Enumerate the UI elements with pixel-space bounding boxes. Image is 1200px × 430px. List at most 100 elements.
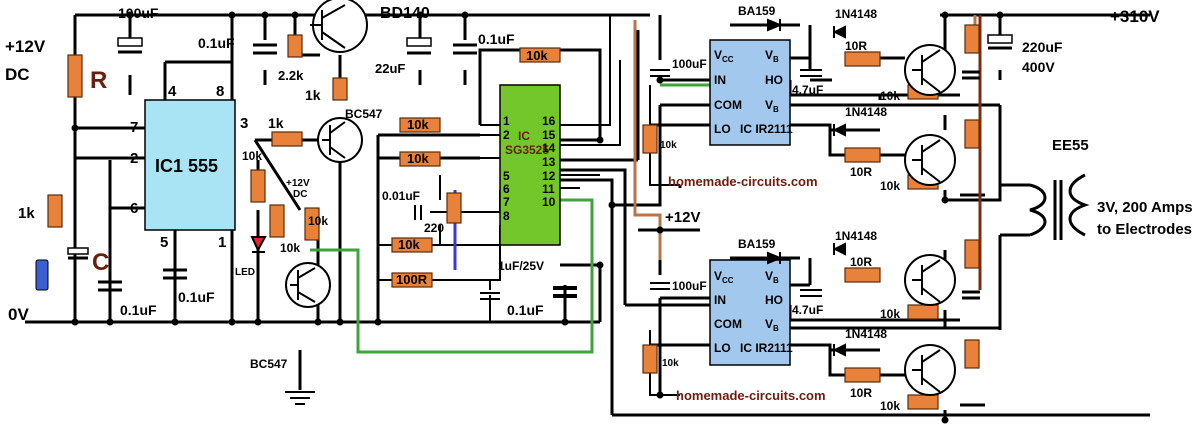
- ic-555: [144, 99, 236, 231]
- supply-dc-label: DC: [5, 65, 30, 84]
- svg-text:4: 4: [168, 83, 177, 100]
- svg-text:0.1uF: 0.1uF: [120, 302, 157, 318]
- svg-text:10R: 10R: [850, 386, 872, 400]
- svg-text:15: 15: [542, 128, 556, 142]
- svg-text:1N4148: 1N4148: [845, 105, 887, 119]
- svg-text:LED: LED: [235, 267, 255, 278]
- svg-text:100R: 100R: [396, 272, 428, 287]
- svg-text:8: 8: [503, 209, 510, 223]
- svg-text:10R: 10R: [845, 39, 867, 53]
- svg-text:100uF: 100uF: [672, 57, 707, 71]
- supply-0v-label: 0V: [8, 305, 29, 324]
- svg-text:10k: 10k: [308, 214, 328, 228]
- svg-text:10k: 10k: [242, 149, 262, 163]
- svg-text:10k: 10k: [407, 151, 429, 166]
- svg-text:1: 1: [503, 114, 510, 128]
- svg-text:DC: DC: [293, 189, 307, 200]
- svg-text:2: 2: [130, 150, 138, 167]
- svg-text:COM: COM: [714, 317, 742, 331]
- svg-text:7: 7: [503, 195, 510, 209]
- svg-text:10R: 10R: [850, 255, 872, 269]
- ir2111-top: [709, 39, 791, 146]
- svg-text:220: 220: [424, 221, 444, 235]
- svg-text:6: 6: [130, 200, 138, 217]
- timer-r-label: R: [90, 67, 107, 94]
- svg-text:11: 11: [542, 182, 555, 196]
- svg-text:10k: 10k: [398, 237, 420, 252]
- svg-text:1N4148: 1N4148: [835, 229, 877, 243]
- svg-text:4.7uF: 4.7uF: [792, 83, 823, 97]
- svg-text:0.1uF: 0.1uF: [507, 302, 544, 318]
- svg-text:LO: LO: [714, 341, 731, 355]
- svg-text:0.1uF: 0.1uF: [478, 31, 515, 47]
- svg-text:COM: COM: [714, 98, 742, 112]
- svg-text:22uF: 22uF: [375, 61, 405, 76]
- svg-text:12: 12: [542, 169, 556, 183]
- svg-text:10k: 10k: [280, 241, 300, 255]
- svg-text:0.1uF: 0.1uF: [198, 35, 235, 51]
- svg-text:220uF: 220uF: [1022, 39, 1063, 55]
- svg-text:HO: HO: [765, 293, 783, 307]
- svg-text:10: 10: [542, 195, 556, 209]
- watermark-bottom: homemade-circuits.com: [676, 388, 826, 403]
- svg-text:10k: 10k: [662, 358, 679, 369]
- svg-text:10k: 10k: [407, 117, 429, 132]
- supply-12v-label: +12V: [5, 37, 46, 56]
- svg-text:1N4148: 1N4148: [845, 327, 887, 341]
- svg-text:4.7uF: 4.7uF: [792, 303, 823, 317]
- watermark-top: homemade-circuits.com: [668, 174, 818, 189]
- supply-12v-driver-label: +12V: [665, 209, 700, 226]
- svg-text:6: 6: [503, 182, 510, 196]
- transformer-label: EE55: [1052, 137, 1089, 154]
- svg-text:10k: 10k: [526, 48, 548, 63]
- svg-text:2.2k: 2.2k: [278, 68, 304, 83]
- svg-text:VB: VB: [765, 98, 779, 114]
- svg-text:IN: IN: [714, 293, 726, 307]
- svg-text:10k: 10k: [880, 399, 900, 413]
- svg-text:5: 5: [160, 234, 168, 251]
- driver-bottom-label: IC IR2111: [740, 341, 793, 355]
- capacitors: [67, 34, 1013, 300]
- diodes: [250, 18, 846, 357]
- switch-button[interactable]: [35, 259, 49, 291]
- svg-text:7: 7: [130, 119, 138, 136]
- svg-text:13: 13: [542, 155, 556, 169]
- svg-text:LO: LO: [714, 122, 731, 136]
- svg-text:10k: 10k: [880, 179, 900, 193]
- svg-text:BD140: BD140: [380, 5, 430, 22]
- junction-dots: [71, 11, 1004, 424]
- svg-text:VB: VB: [765, 48, 779, 64]
- svg-text:VB: VB: [765, 269, 779, 285]
- output-label-2: to Electrodes: [1097, 221, 1192, 238]
- svg-text:VCC: VCC: [714, 48, 734, 64]
- svg-text:IN: IN: [714, 73, 726, 87]
- svg-text:HO: HO: [765, 73, 783, 87]
- svg-text:10R: 10R: [850, 165, 872, 179]
- pwm-part-label: SG3525: [505, 143, 549, 157]
- svg-text:16: 16: [542, 114, 556, 128]
- pwm-ic-label: IC: [518, 129, 530, 143]
- timer-c-label: C: [92, 249, 109, 276]
- svg-text:VCC: VCC: [714, 269, 734, 285]
- svg-text:BA159: BA159: [738, 237, 776, 251]
- svg-text:0.1uF: 0.1uF: [178, 289, 215, 305]
- svg-text:2: 2: [503, 128, 510, 142]
- svg-text:BC547: BC547: [250, 357, 288, 371]
- svg-text:1N4148: 1N4148: [835, 7, 877, 21]
- labels: +12V DC 0V +310V +12V R C IC1 555 4 8 7 …: [5, 4, 1193, 413]
- svg-text:1k: 1k: [268, 115, 284, 131]
- svg-text:+12V: +12V: [286, 178, 310, 189]
- ic-sg3525: [499, 84, 561, 246]
- svg-text:10k: 10k: [880, 307, 900, 321]
- transformer: [1029, 173, 1090, 240]
- svg-text:5: 5: [503, 169, 510, 183]
- svg-text:VB: VB: [765, 317, 779, 333]
- timer-ic-label: IC1 555: [155, 156, 218, 176]
- svg-text:100uF: 100uF: [672, 279, 707, 293]
- svg-text:BC547: BC547: [345, 107, 383, 121]
- svg-text:10k: 10k: [880, 89, 900, 103]
- svg-text:1k: 1k: [18, 205, 35, 222]
- svg-text:1: 1: [218, 234, 226, 251]
